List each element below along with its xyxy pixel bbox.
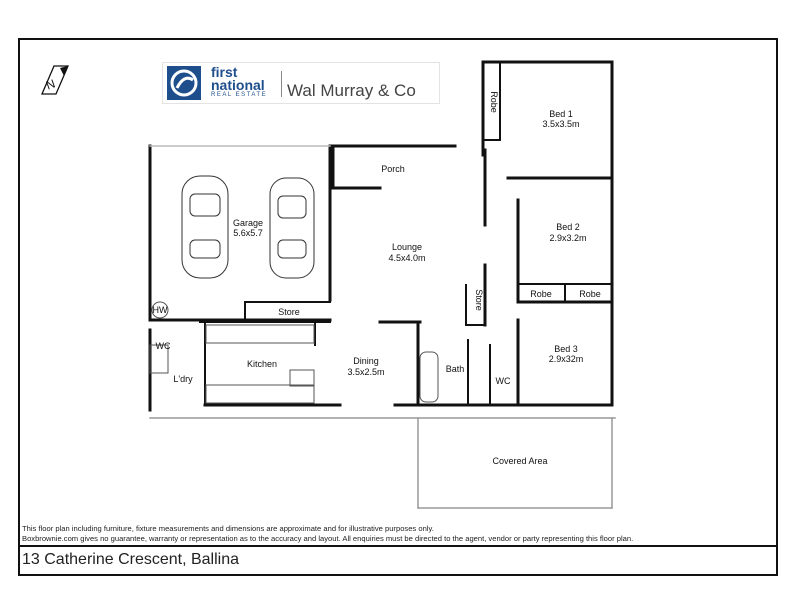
room-dining-dims: 3.5x2.5m xyxy=(347,367,384,377)
room-porch-name: Porch xyxy=(381,164,405,174)
page-frame xyxy=(18,38,778,576)
room-wc-laundry: WC xyxy=(156,341,171,351)
room-kitchen-name: Kitchen xyxy=(247,359,277,369)
room-bed2-dims: 2.9x3.2m xyxy=(549,233,586,243)
room-bed2-name: Bed 2 xyxy=(556,222,580,232)
footer-divider xyxy=(18,545,778,547)
logo-first: first xyxy=(211,64,238,80)
car-icon xyxy=(181,175,315,279)
room-robe-bed1: Robe xyxy=(489,91,499,113)
room-laundry-name: L'dry xyxy=(173,374,193,384)
logo-national: national xyxy=(211,77,265,93)
room-lounge-dims: 4.5x4.0m xyxy=(388,253,425,263)
room-covered-name: Covered Area xyxy=(492,456,547,466)
room-robe-a: Robe xyxy=(530,289,552,299)
room-bath-name: Bath xyxy=(446,364,465,374)
room-garage-name: Garage xyxy=(233,218,263,228)
logo-separator xyxy=(281,71,282,97)
property-address: 13 Catherine Crescent, Ballina xyxy=(22,551,240,568)
disclaimer-line-1: This floor plan including furniture, fix… xyxy=(22,524,434,533)
room-bed1-name: Bed 1 xyxy=(549,109,573,119)
disclaimer: This floor plan including furniture, fix… xyxy=(22,524,633,544)
room-bed1-dims: 3.5x3.5m xyxy=(542,119,579,129)
room-garage-dims: 5.6x5.7 xyxy=(233,228,263,238)
agency-name: Wal Murray & Co xyxy=(287,81,416,100)
room-wc-bath: WC xyxy=(496,376,511,386)
room-robe-b: Robe xyxy=(579,289,601,299)
room-dining-name: Dining xyxy=(353,356,379,366)
agency-logo: first national REAL ESTATE Wal Murray & … xyxy=(162,62,440,104)
room-hw: HW xyxy=(153,305,168,315)
room-store-hall: Store xyxy=(474,289,484,311)
disclaimer-line-2: Boxbrownie.com gives no guarantee, warra… xyxy=(22,534,634,543)
room-lounge-name: Lounge xyxy=(392,242,422,252)
north-arrow-icon: N xyxy=(41,65,69,95)
room-store-garage: Store xyxy=(278,307,300,317)
logo-mark-icon xyxy=(167,66,201,100)
room-bed3-dims: 2.9x32m xyxy=(549,354,584,364)
logo-real-estate: REAL ESTATE xyxy=(211,92,268,98)
room-bed3-name: Bed 3 xyxy=(554,344,578,354)
